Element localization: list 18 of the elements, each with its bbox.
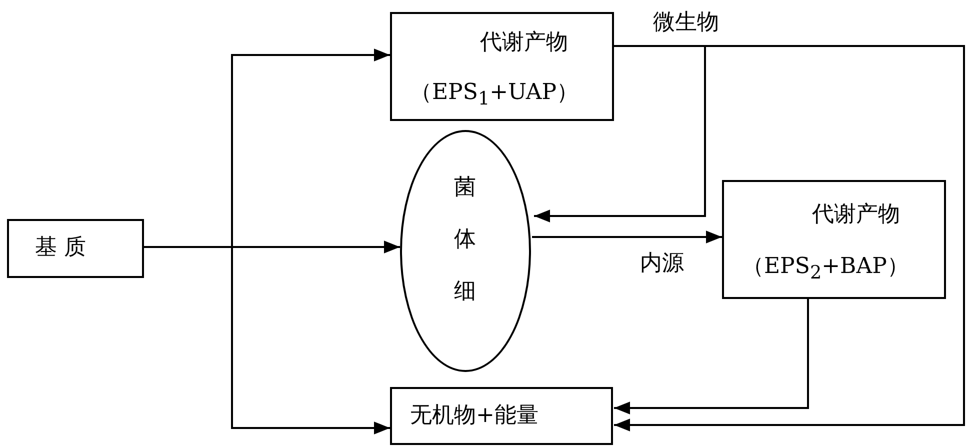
node-text: （EPS$_{1}$+UAP） <box>410 82 579 109</box>
node-text: 菌体细 <box>454 174 477 306</box>
node-text: 无机物+能量 <box>410 405 538 427</box>
arrow <box>144 246 390 434</box>
arrow <box>614 299 809 414</box>
node-text: （EPS$_{2}$+BAP） <box>742 256 909 283</box>
process-box <box>7 219 144 278</box>
node-text: 基 质 <box>35 237 86 259</box>
node-text: 代谢产物 <box>812 204 900 226</box>
process-box <box>390 387 613 445</box>
node-text: 代谢产物 <box>480 32 568 54</box>
process-box <box>390 12 614 121</box>
arrow <box>614 45 965 432</box>
arrow <box>532 230 722 244</box>
annotation-text: 微生物 <box>653 12 719 34</box>
arrow <box>534 45 706 222</box>
edge-label: 内源 <box>640 253 684 275</box>
process-box <box>722 180 946 299</box>
